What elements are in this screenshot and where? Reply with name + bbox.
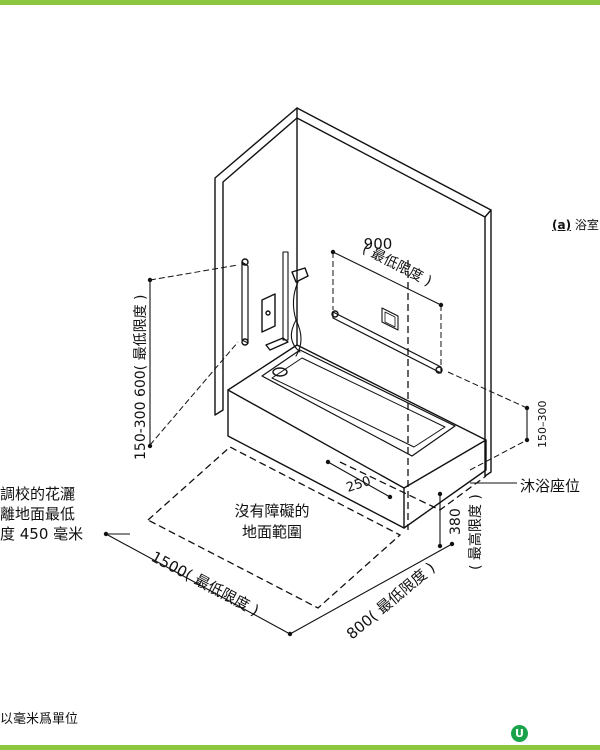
brand-logo: U	[511, 725, 528, 742]
caption-text: 浴室	[574, 218, 599, 232]
dim-1500: 1500( 最低限度 )	[148, 548, 262, 620]
caption-label: (a)	[552, 218, 572, 232]
shower-note-line2: 離地面最低	[0, 505, 75, 523]
seat-label: 沐浴座位	[520, 477, 580, 495]
zone-label-line2: 地面範圍	[242, 523, 302, 541]
dim-150-300: 150–300	[536, 401, 549, 449]
dim-900: 900	[364, 235, 393, 253]
shower-note-line1: 調校的花灑	[0, 485, 75, 503]
shower-note-line3: 度 450 毫米	[0, 525, 83, 543]
back-wall	[214, 107, 492, 477]
clear-floor-zone	[146, 446, 402, 609]
grab-bar-back	[332, 311, 442, 374]
figure-caption: (a) 浴室	[552, 216, 599, 233]
dim-800: 800( 最低限度 )	[343, 559, 439, 643]
dim-grab-height: 150-300 600( 最低限度 )	[133, 295, 149, 461]
dim-250: 250	[345, 474, 373, 496]
top-accent-bar	[0, 0, 600, 5]
zone-label-line1: 沒有障礙的	[234, 502, 309, 520]
bottom-accent-bar	[0, 745, 600, 750]
shower-rail	[282, 251, 289, 341]
dim-380-max: ( 最高限度 )	[467, 494, 484, 570]
unit-note: 以毫米爲單位	[0, 712, 79, 727]
bathtub	[227, 344, 487, 529]
dim-380: 380	[448, 508, 464, 535]
dim-900-min: ( 最低限度 )	[359, 241, 434, 290]
grab-bar-left	[241, 261, 249, 344]
